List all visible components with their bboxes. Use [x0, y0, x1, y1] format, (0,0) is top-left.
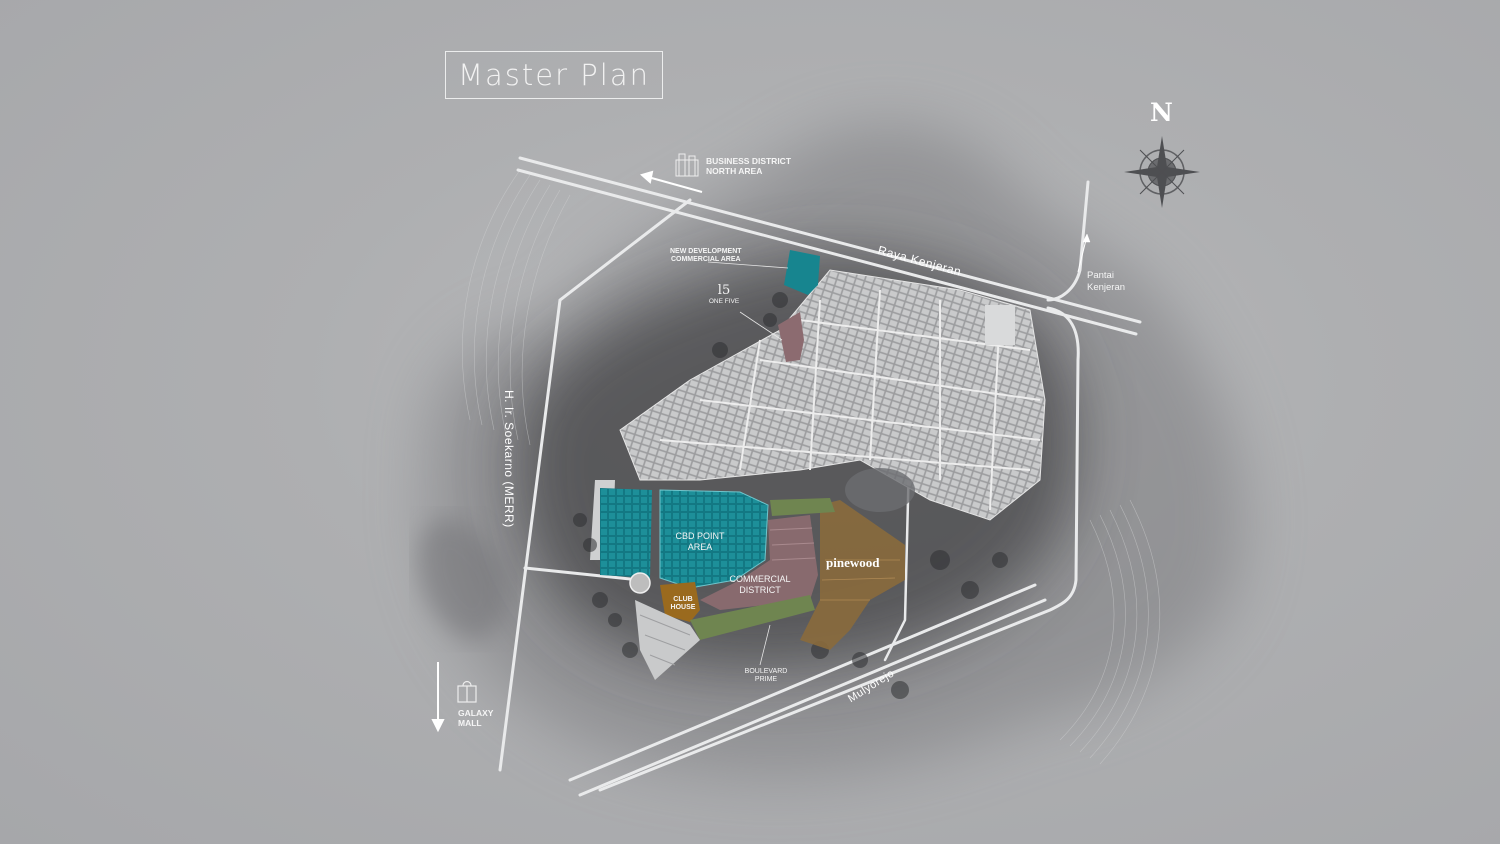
zone-boulevard-prime[interactable] — [690, 498, 835, 666]
new-development-label[interactable]: NEW DEVELOPMENT COMMERCIAL AREA — [670, 248, 742, 263]
pinewood-label[interactable]: pinewood — [826, 555, 880, 570]
zone-commercial-district[interactable] — [700, 515, 818, 610]
north-indicator: N — [1150, 98, 1173, 127]
tree-canopy — [573, 292, 1008, 699]
soekarno-road — [498, 198, 692, 772]
one-five-logo: l5 — [717, 283, 731, 298]
club-house-label[interactable]: CLUB HOUSE — [670, 596, 696, 611]
soekarno-road-label: H. Ir. Soekarno (MERR) — [502, 390, 516, 528]
compass-rose-icon — [1124, 136, 1200, 208]
pantai-road — [1046, 180, 1090, 302]
business-district-label[interactable]: BUSINESS DISTRICT NORTH AREA — [706, 156, 792, 176]
zone-one-five[interactable] — [739, 311, 804, 362]
east-perimeter-road — [598, 306, 1080, 792]
one-five-label[interactable]: l5 ONE FIVE — [706, 284, 742, 306]
roads — [498, 156, 1142, 797]
galaxy-mall-label[interactable]: GALAXY MALL — [458, 708, 494, 728]
boulevard-prime-label[interactable]: BOULEVARD PRIME — [744, 668, 788, 683]
residential-blocks — [590, 269, 1046, 560]
zone-south-houses — [635, 600, 700, 680]
pantai-kenjeran-label[interactable]: Pantai Kenjeran — [1087, 270, 1126, 293]
zone-cbd-point[interactable] — [600, 488, 769, 589]
page-title: Master Plan — [445, 51, 663, 99]
mulyorejo-road — [568, 583, 1037, 782]
contour-lines — [462, 169, 1160, 765]
zone-club-house[interactable] — [629, 572, 700, 622]
zone-pinewood[interactable] — [800, 500, 905, 650]
shopping-bag-icon — [457, 680, 477, 703]
zone-new-development[interactable] — [707, 250, 820, 295]
building-icon — [675, 153, 699, 177]
west-access-road — [523, 566, 642, 582]
commercial-district-label[interactable]: COMMERCIAL DISTRICT — [729, 574, 791, 595]
arrow-pantai-kenjeran — [1077, 239, 1087, 273]
arrows — [431, 170, 1091, 733]
cbd-point-label[interactable]: CBD POINT AREA — [675, 531, 725, 552]
arrow-business-district — [647, 176, 703, 193]
raya-kenjeran-road — [518, 156, 1142, 324]
